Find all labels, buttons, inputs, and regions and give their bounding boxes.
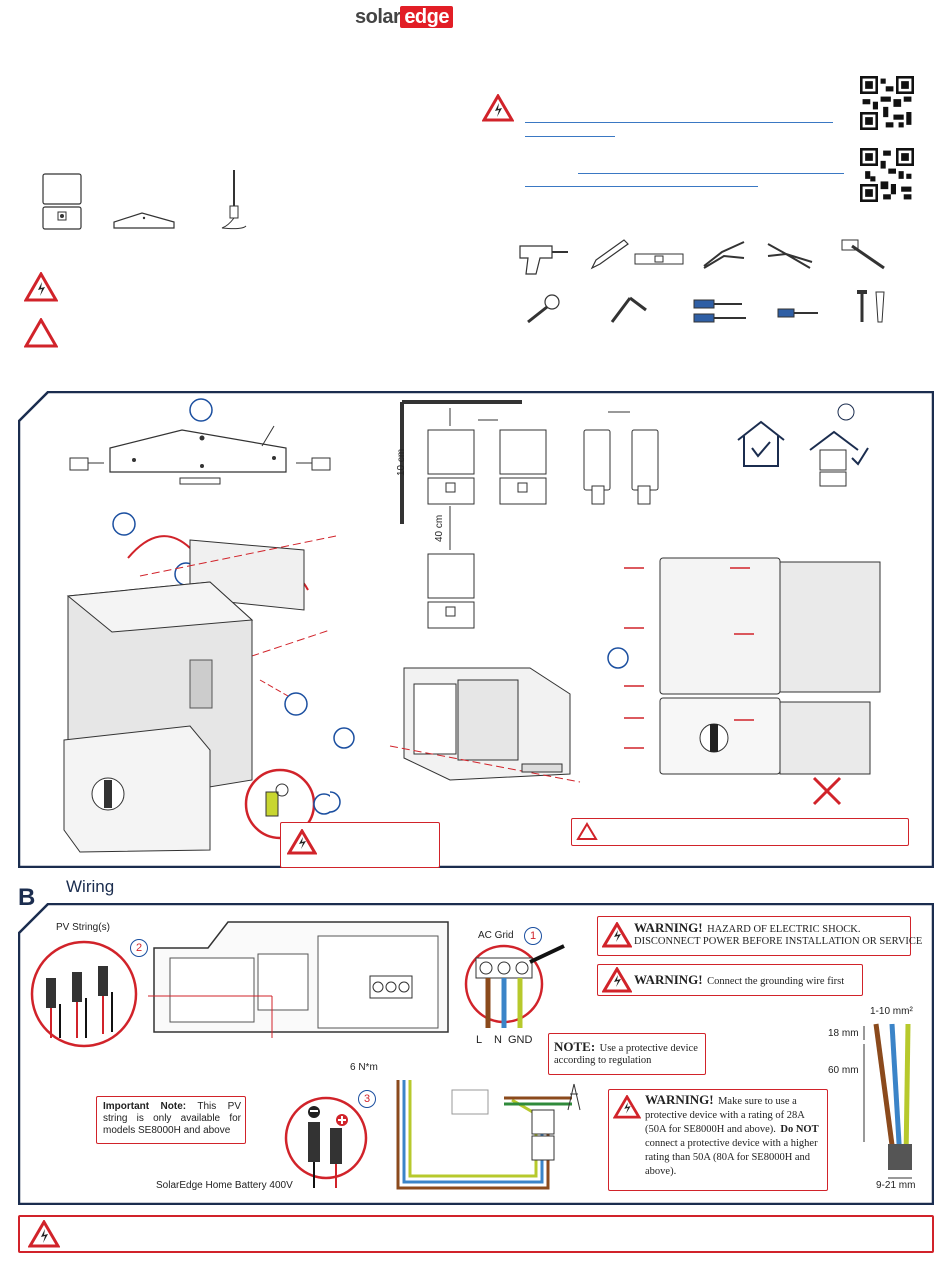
wire-label-gnd: GND xyxy=(508,1034,533,1046)
outdoor-weather-icon xyxy=(809,403,869,487)
caution-icon xyxy=(576,822,598,840)
section-b-title: Wiring xyxy=(66,877,115,896)
step-3-number: 3 xyxy=(358,1090,376,1108)
cable-cross-section-label: 1-10 mm² xyxy=(870,1006,913,1017)
warning-title: WARNING! xyxy=(634,920,703,935)
ac-cabling-diagram xyxy=(396,1080,581,1190)
warning-title: WARNING! xyxy=(634,972,703,987)
ac-grid-label: AC Grid xyxy=(478,930,514,941)
pv-strings-label: PV String(s) xyxy=(56,922,110,933)
electric-warning-icon xyxy=(287,829,317,855)
screws-anchors-icon xyxy=(857,290,885,323)
bottom-warning-bar xyxy=(18,1215,934,1253)
note-box: NOTE: Use a protective device according … xyxy=(548,1033,706,1075)
clearance-40cm-label: 40 cm xyxy=(434,514,445,542)
pencil-icon xyxy=(590,239,629,270)
section-b-letter: B xyxy=(18,884,36,911)
cover-screws-diagram xyxy=(607,557,881,806)
clearance-diagram xyxy=(400,400,547,629)
wrench-icon xyxy=(527,294,560,324)
warning-text: HAZARD OF ELECTRIC SHOCK. xyxy=(707,924,861,935)
link-line[interactable] xyxy=(578,173,844,174)
warning-text: connect a protective device with a highe… xyxy=(645,1138,818,1177)
battery-connectors-diagram xyxy=(284,1096,368,1188)
important-note-title: Important Note: xyxy=(103,1101,187,1112)
warning-bold-text: Do NOT xyxy=(780,1124,819,1135)
drill-icon xyxy=(519,245,568,275)
electric-warning-icon xyxy=(24,272,58,302)
wire-label-l: L xyxy=(476,1034,483,1046)
indoor-house-icon xyxy=(737,420,785,467)
warning-title: WARNING! xyxy=(645,1092,714,1107)
step-2-number: 2 xyxy=(130,939,148,957)
pv-connectors-diagram xyxy=(30,940,138,1048)
cable-diameter-label: 9-21 mm xyxy=(876,1180,916,1191)
electric-warning-icon xyxy=(602,967,632,993)
cover-caution-box xyxy=(571,818,909,846)
warning-text: Connect the grounding wire first xyxy=(707,976,845,987)
electric-warning-icon xyxy=(602,922,632,948)
battery-mounting-diagram xyxy=(330,667,581,813)
crimping-tool-icon xyxy=(703,241,745,269)
side-view-diagram xyxy=(583,411,659,505)
device-label: SolarEdge Home Battery 400V xyxy=(156,1180,293,1191)
antenna-icon xyxy=(221,170,247,230)
clearance-10cm-label: 10 cm xyxy=(396,448,407,476)
important-note-text: This PV string is only available for mod… xyxy=(103,1101,241,1136)
pliers-icon xyxy=(767,243,813,269)
warning-ground-box: WARNING! Connect the grounding wire firs… xyxy=(597,964,863,996)
note-text: according to regulation xyxy=(554,1055,652,1066)
warning-text: Make sure to use a protective device wit… xyxy=(645,1096,805,1135)
wire-label-n: N xyxy=(494,1034,502,1046)
strip-18mm-label: 18 mm xyxy=(828,1028,859,1039)
warning-text: DISCONNECT POWER BEFORE INSTALLATION OR … xyxy=(634,936,923,947)
step-1-number: 1 xyxy=(524,927,542,945)
link-line[interactable] xyxy=(525,186,758,187)
inverter-wiring-diagram xyxy=(148,921,449,1038)
spirit-level-icon xyxy=(634,253,684,265)
cable-strip-diagram xyxy=(863,1023,912,1179)
link-line[interactable] xyxy=(525,122,833,123)
caution-icon xyxy=(24,318,58,348)
hammer-icon xyxy=(841,239,885,270)
qr-code-icon[interactable] xyxy=(860,148,914,202)
electric-warning-icon xyxy=(613,1095,641,1119)
screwdrivers-icon xyxy=(693,299,746,323)
note-text: Use a protective device xyxy=(599,1043,698,1054)
torque-label: 6 N*m xyxy=(350,1062,378,1073)
inverter-mounting-diagram xyxy=(63,512,337,853)
bracket-drill-diagram xyxy=(69,398,331,485)
qr-code-icon[interactable] xyxy=(860,76,914,130)
strip-60mm-label: 60 mm xyxy=(828,1065,859,1076)
socket-wrench-icon xyxy=(610,296,647,323)
electric-warning-icon xyxy=(28,1220,60,1248)
warning-rating-box: WARNING! Make sure to use a protective d… xyxy=(608,1089,828,1191)
note-title: NOTE: xyxy=(554,1039,596,1054)
important-note: Important Note: This PV string is only a… xyxy=(103,1101,241,1137)
warning-shock-box: WARNING! HAZARD OF ELECTRIC SHOCK. DISCO… xyxy=(597,916,922,956)
ac-terminal-diagram xyxy=(464,944,565,1028)
link-line[interactable] xyxy=(525,136,615,137)
electric-warning-icon xyxy=(482,94,514,122)
mounting-bracket-icon xyxy=(113,212,175,229)
important-note-box: Important Note: This PV string is only a… xyxy=(96,1096,246,1144)
inverter-front-icon xyxy=(42,173,82,230)
ground-warning-box xyxy=(280,822,440,868)
screwdriver-icon xyxy=(777,308,818,318)
